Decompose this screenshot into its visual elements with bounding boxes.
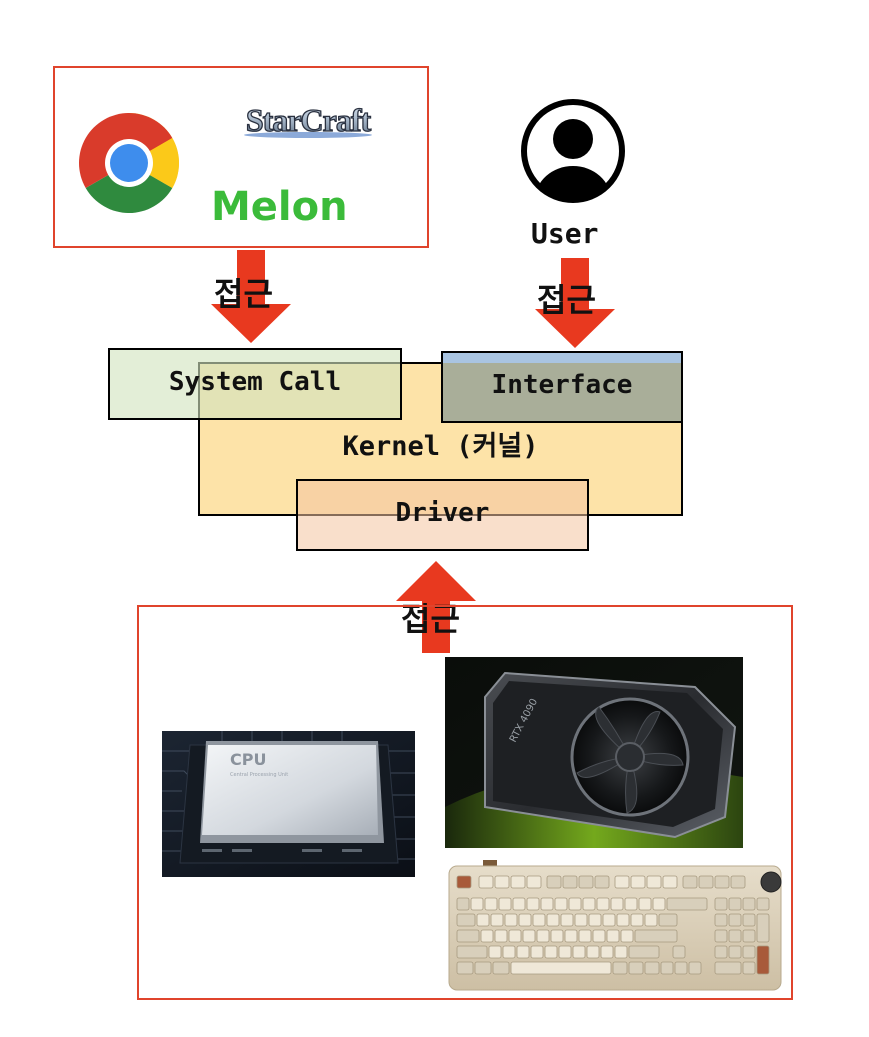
system-call-box [108, 348, 402, 420]
keyboard-image [445, 860, 783, 993]
kernel-label: Kernel (커널) [342, 431, 539, 462]
interface-top-band [443, 353, 681, 363]
user-label: User [531, 217, 599, 250]
access-label-apps: 접근 [214, 275, 273, 313]
down-arrow-user [535, 258, 615, 348]
chrome-logo-icon [79, 113, 179, 213]
driver-label: Driver [395, 498, 490, 528]
cpu-chip-text: CPU [230, 750, 266, 769]
interface-label: Interface [491, 370, 633, 400]
system-call-label: System Call [168, 367, 342, 397]
down-arrow-apps [211, 250, 291, 343]
starcraft-logo-text: StarCraft [246, 102, 372, 138]
applications-box [53, 66, 429, 248]
melon-logo: Melon [211, 184, 348, 230]
user-avatar-icon [521, 99, 625, 203]
starcraft-logo: StarCraft [244, 101, 373, 139]
driver-box [296, 479, 589, 551]
interface-box [441, 351, 683, 423]
cpu-image: CPU Central Processing Unit [162, 731, 415, 877]
access-label-user: 접근 [537, 281, 596, 319]
up-arrow-hardware [396, 561, 476, 653]
cpu-chip-subtext: Central Processing Unit [230, 772, 288, 778]
gpu-image: RTX 4090 [445, 657, 743, 848]
hardware-box [137, 605, 793, 1000]
